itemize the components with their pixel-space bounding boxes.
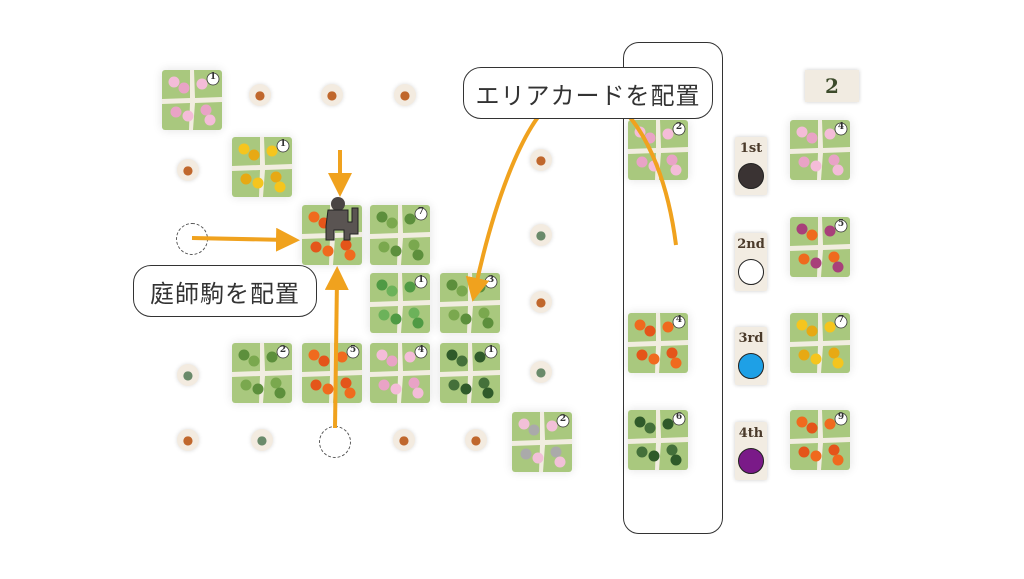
board-tile: 4 xyxy=(370,343,430,403)
fox-token-icon: ● xyxy=(530,149,552,171)
board-tile: 1 xyxy=(440,343,500,403)
turn-order-label: 1st xyxy=(739,141,763,156)
market-area-card: 2 xyxy=(628,120,688,180)
fox-token-icon: ● xyxy=(393,429,415,451)
fox-token-icon: ● xyxy=(249,84,271,106)
player-disc xyxy=(738,259,764,285)
tile-number: 2 xyxy=(279,345,287,355)
squirrel-token-icon: ● xyxy=(177,429,199,451)
market-area-card: 6 xyxy=(628,410,688,470)
board-tile: 3 xyxy=(440,273,500,333)
board-tile: 1 xyxy=(162,70,222,130)
board-tile: 7 xyxy=(370,205,430,265)
tile-number: 1 xyxy=(279,139,287,149)
tile-number: 1 xyxy=(417,275,425,285)
tile-number: 9 xyxy=(837,412,845,422)
supply-area-card: 9 xyxy=(790,410,850,470)
turn-order-marker: 2nd xyxy=(735,233,767,291)
duck-token-icon: ● xyxy=(251,429,273,451)
turn-order-label: 2nd xyxy=(737,237,765,252)
tile-number: 4 xyxy=(675,315,683,325)
squirrel-token-icon: ● xyxy=(177,159,199,181)
tile-number: 1 xyxy=(209,72,217,82)
tile-number: 5 xyxy=(349,345,357,355)
tile-number: 5 xyxy=(837,219,845,229)
tile-number: 3 xyxy=(487,275,495,285)
turn-order-marker: 3rd xyxy=(735,327,767,385)
deer-token-icon: ● xyxy=(394,84,416,106)
board-tile xyxy=(302,205,362,265)
board-tile: 1 xyxy=(370,273,430,333)
board-tile: 2 xyxy=(512,412,572,472)
player-disc xyxy=(738,448,764,474)
callout-place-gardener: 庭師駒を配置 xyxy=(133,265,317,317)
turn-order-marker: 4th xyxy=(735,422,767,480)
tile-number: 4 xyxy=(417,345,425,355)
duck-token-icon: ● xyxy=(530,224,552,246)
tile-number: 2 xyxy=(559,414,567,424)
supply-area-card: 7 xyxy=(790,313,850,373)
tile-number: 2 xyxy=(675,122,683,132)
duck-token-icon: ● xyxy=(530,361,552,383)
supply-area-card: 4 xyxy=(790,120,850,180)
callout-place-area-card: エリアカードを配置 xyxy=(463,67,713,119)
turn-order-label: 3rd xyxy=(738,331,764,346)
fox-token-icon: ● xyxy=(530,291,552,313)
round-number: 2 xyxy=(825,74,839,98)
callout-text: エリアカードを配置 xyxy=(475,81,701,110)
player-disc xyxy=(738,163,764,189)
tile-number: 7 xyxy=(417,207,425,217)
squirrel-token-icon: ● xyxy=(465,429,487,451)
board-tile: 2 xyxy=(232,343,292,403)
empty-token-slot xyxy=(176,223,208,255)
round-marker: 2 xyxy=(805,70,859,102)
duck-token-icon: ● xyxy=(177,364,199,386)
turn-order-marker: 1st xyxy=(735,137,767,195)
player-disc xyxy=(738,353,764,379)
empty-token-slot xyxy=(319,426,351,458)
squirrel-token-icon: ● xyxy=(321,84,343,106)
tile-number: 1 xyxy=(487,345,495,355)
turn-order-label: 4th xyxy=(738,426,764,441)
tile-number: 4 xyxy=(837,122,845,132)
market-area-card: 4 xyxy=(628,313,688,373)
supply-area-card: 5 xyxy=(790,217,850,277)
board-tile: 1 xyxy=(232,137,292,197)
tile-number: 6 xyxy=(675,412,683,422)
callout-text: 庭師駒を配置 xyxy=(150,279,300,308)
tile-number: 7 xyxy=(837,315,845,325)
board-tile: 5 xyxy=(302,343,362,403)
